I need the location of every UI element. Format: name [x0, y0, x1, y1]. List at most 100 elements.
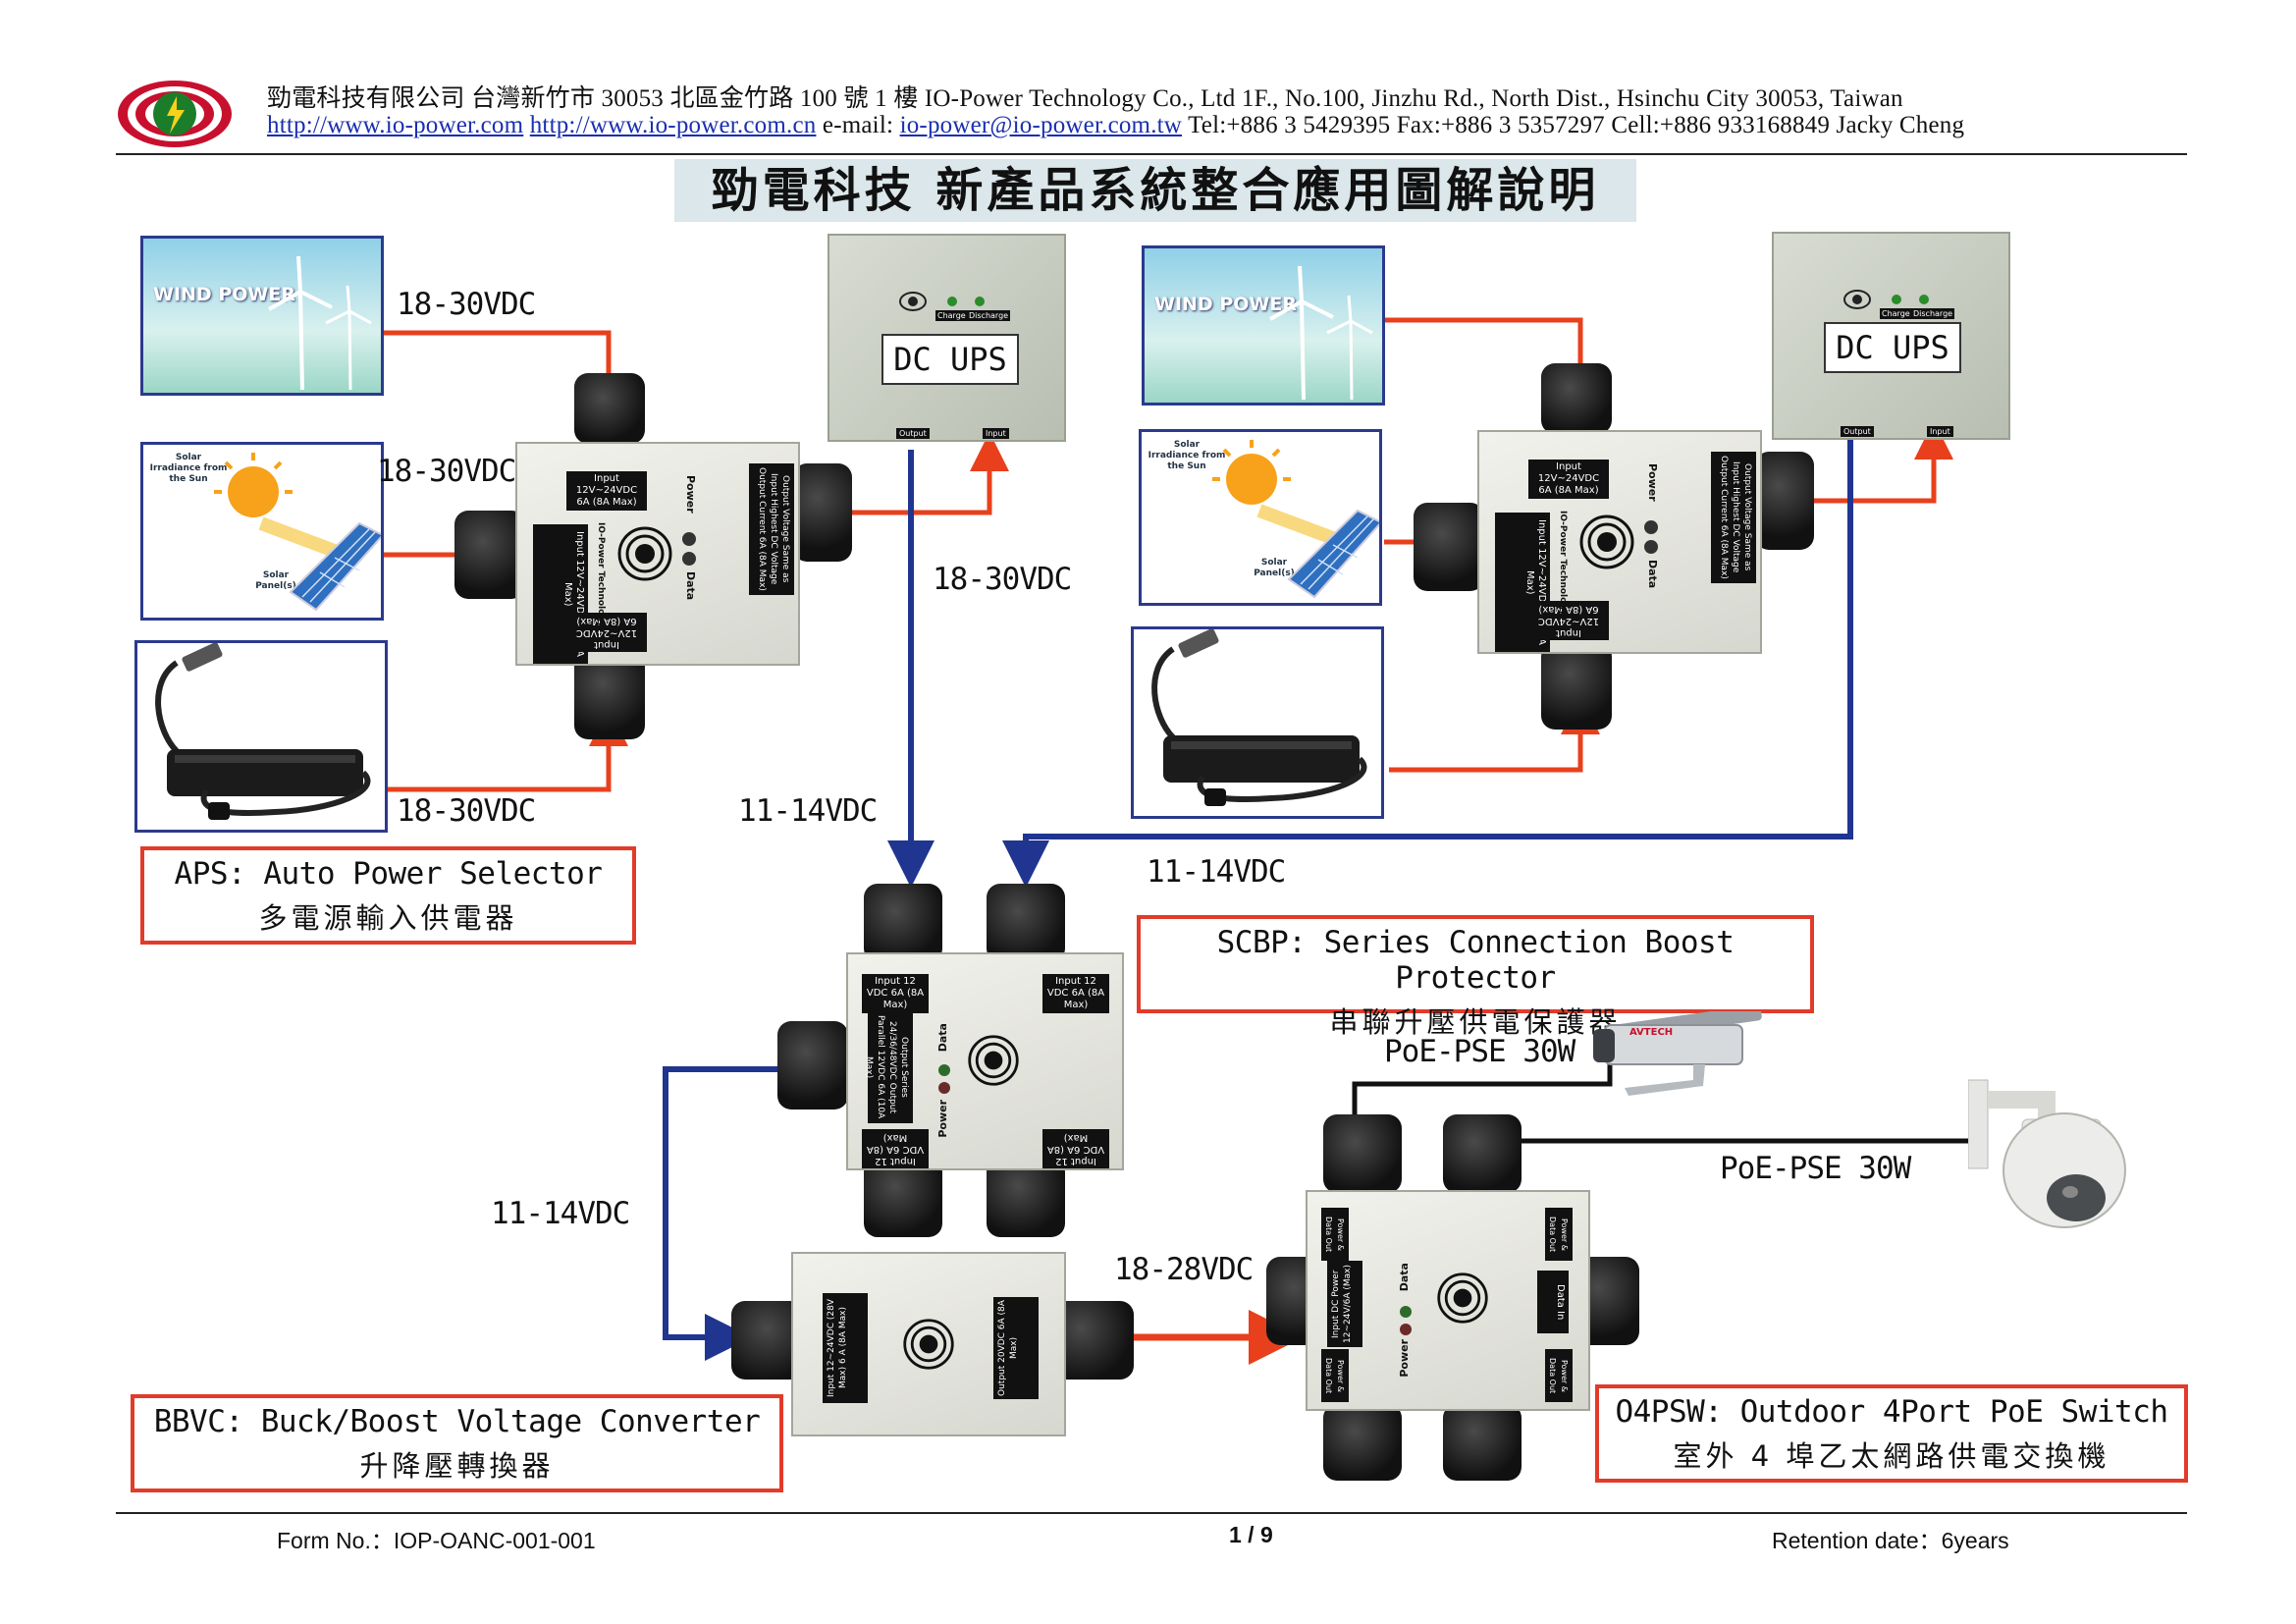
cable-gland	[987, 1159, 1065, 1237]
solar-panel-label: Solar Panel(s)	[1254, 558, 1295, 578]
cable-gland	[793, 463, 852, 562]
power-adapter-icon	[155, 643, 371, 820]
solar-panel-image: Solar Irradiance from the Sun Solar Pane…	[1139, 429, 1382, 606]
ups-input-port: Input	[983, 428, 1009, 439]
email-label: e-mail:	[822, 112, 900, 138]
voltage-label: 18-30VDC	[397, 793, 536, 829]
phone-info: Tel:+886 3 5429395 Fax:+886 3 5357297 Ce…	[1188, 112, 1965, 138]
wind-turbine-icon	[268, 255, 372, 390]
ups-output-port: Output	[896, 428, 930, 439]
io-power-logo-icon	[1579, 514, 1634, 569]
voltage-label: 18-28VDC	[1114, 1252, 1254, 1287]
cable-gland	[1541, 643, 1612, 730]
ups-output-port: Output	[1841, 426, 1874, 437]
input-tag: Input 12V~24VDC 6A (8A Max)	[566, 613, 647, 652]
aps-caption-en: APS: Auto Power Selector	[174, 856, 603, 892]
page-title: 勁電科技 新產品系統整合應用圖解說明	[674, 159, 1636, 222]
wind-turbine-icon	[1269, 265, 1373, 400]
wire-aps-to-ups-right	[1777, 420, 1953, 504]
aps-device: Input 12V~24VDC 6A (8A Max) Input 12V~24…	[515, 442, 800, 666]
bbvc-caption-zh: 升降壓轉換器	[359, 1449, 555, 1483]
psw-caption-zh: 室外 4 埠乙太網路供電交換機	[1673, 1439, 2110, 1473]
status-led	[1644, 520, 1658, 534]
data-led-label: Data	[936, 1023, 949, 1053]
status-led	[682, 532, 696, 546]
voltage-label: 18-30VDC	[933, 562, 1072, 597]
status-led	[1644, 540, 1658, 554]
dc-ups-label: DC UPS	[881, 334, 1019, 385]
website-link[interactable]: http://www.io-power.com	[267, 112, 524, 138]
input-tag: Input 12 VDC 6A (8A Max)	[862, 1129, 929, 1168]
wire-adapter-to-aps-right	[1389, 695, 1600, 773]
charge-led	[947, 297, 957, 306]
output-tag: Output Voltage Same as Input Highest DC …	[749, 463, 794, 595]
psw-caption: O4PSW: Outdoor 4Port PoE Switch 室外 4 埠乙太…	[1595, 1384, 2188, 1483]
discharge-led	[975, 297, 985, 306]
scbp-caption: SCBP: Series Connection Boost Protector …	[1137, 915, 1814, 1039]
discharge-label: Discharge	[967, 310, 1011, 321]
power-led-label: Power	[1646, 463, 1659, 502]
input-tag: Input 12 VDC 6A (8A Max)	[1042, 1129, 1109, 1168]
discharge-label: Discharge	[1911, 308, 1955, 319]
company-logo-icon	[118, 81, 232, 147]
power-led-label: Power	[1398, 1339, 1411, 1378]
input-tag: Input 12V~24VDC 6A (8A Max)	[566, 471, 647, 511]
email-link[interactable]: io-power@io-power.com.tw	[899, 112, 1183, 138]
camera-brand: AVTECH	[1629, 1027, 1674, 1038]
website-cn-link[interactable]: http://www.io-power.com.cn	[529, 112, 817, 138]
poe-port-tag: Power & Data Out	[1321, 1208, 1349, 1261]
cable-gland	[454, 511, 525, 599]
scbp-caption-en: SCBP: Series Connection Boost Protector	[1216, 925, 1735, 996]
contact-line: http://www.io-power.com http://www.io-po…	[267, 112, 1964, 139]
power-adapter-image	[134, 640, 388, 833]
dome-camera-icon	[1968, 1079, 2126, 1228]
aps-caption-zh: 多電源輸入供電器	[258, 901, 518, 935]
poe-port-tag: Power & Data Out	[1321, 1349, 1349, 1402]
io-power-logo-icon	[1437, 1272, 1488, 1324]
company-address: 勁電科技有限公司 台灣新竹市 30053 北區金竹路 100 號 1 樓 IO-…	[267, 85, 1903, 112]
ups-logo-icon	[899, 292, 927, 311]
brand-label: IO-Power Technology	[596, 522, 606, 627]
solar-panel-label: Solar Panel(s)	[255, 570, 296, 591]
poe-label: PoE-PSE 30W	[1384, 1034, 1575, 1069]
output-tag: Output 20VDC 6A (8A Max)	[993, 1297, 1039, 1399]
header-rule	[116, 153, 2187, 155]
status-led	[682, 552, 696, 566]
input-tag: Input 12 VDC 6A (8A Max)	[1042, 974, 1109, 1013]
cable-gland	[864, 1159, 942, 1237]
io-power-logo-icon	[617, 526, 672, 581]
power-adapter-image	[1131, 626, 1384, 819]
power-led-label: Power	[936, 1100, 949, 1138]
cable-gland	[1541, 363, 1612, 434]
output-tag: Output Voltage Same as Input Highest DC …	[1711, 452, 1756, 583]
charge-label: Charge	[1880, 308, 1912, 319]
voltage-label: 11-14VDC	[491, 1196, 630, 1231]
footer-rule	[116, 1512, 2187, 1514]
voltage-label: 18-30VDC	[377, 454, 516, 489]
cable-gland	[574, 653, 645, 739]
data-led-label: Data	[1398, 1263, 1411, 1292]
data-led-label: Data	[1646, 560, 1659, 589]
solar-panel-icon	[1212, 440, 1379, 599]
solar-irradiance-label: Solar Irradiance from the Sun	[1148, 440, 1226, 471]
output-tag: Output Series 24/36/48VDC Output Paralle…	[864, 1011, 913, 1123]
wire-ups-right-to-scbp	[1002, 438, 1853, 888]
status-led	[1400, 1306, 1412, 1318]
bbvc-device: Input 12~24VDC (28V Max) 6 A (8A Max) Ou…	[791, 1252, 1066, 1436]
wire-poe-camera	[1352, 1060, 1613, 1119]
wind-power-image: WIND POWER	[140, 236, 384, 396]
scbp-device: Input 12 VDC 6A (8A Max) Input 12 VDC 6A…	[846, 952, 1124, 1170]
input-tag: Input 12V~24VDC 6A (8A Max)	[1528, 460, 1609, 499]
wire-adapter-to-aps	[388, 707, 628, 792]
poe-port-tag: Power & Data Out	[1545, 1208, 1573, 1261]
voltage-label: 18-30VDC	[397, 287, 536, 322]
solar-irradiance-label: Solar Irradiance from the Sun	[149, 453, 228, 484]
wind-power-label: WIND POWER	[153, 284, 295, 305]
status-led	[1400, 1324, 1412, 1335]
wind-power-label: WIND POWER	[1154, 294, 1297, 315]
status-led	[938, 1064, 950, 1076]
power-led-label: Power	[684, 475, 697, 514]
cable-gland	[1443, 1114, 1522, 1193]
input-tag: Input 12 VDC 6A (8A Max)	[862, 974, 929, 1013]
solar-panel-icon	[214, 453, 381, 612]
